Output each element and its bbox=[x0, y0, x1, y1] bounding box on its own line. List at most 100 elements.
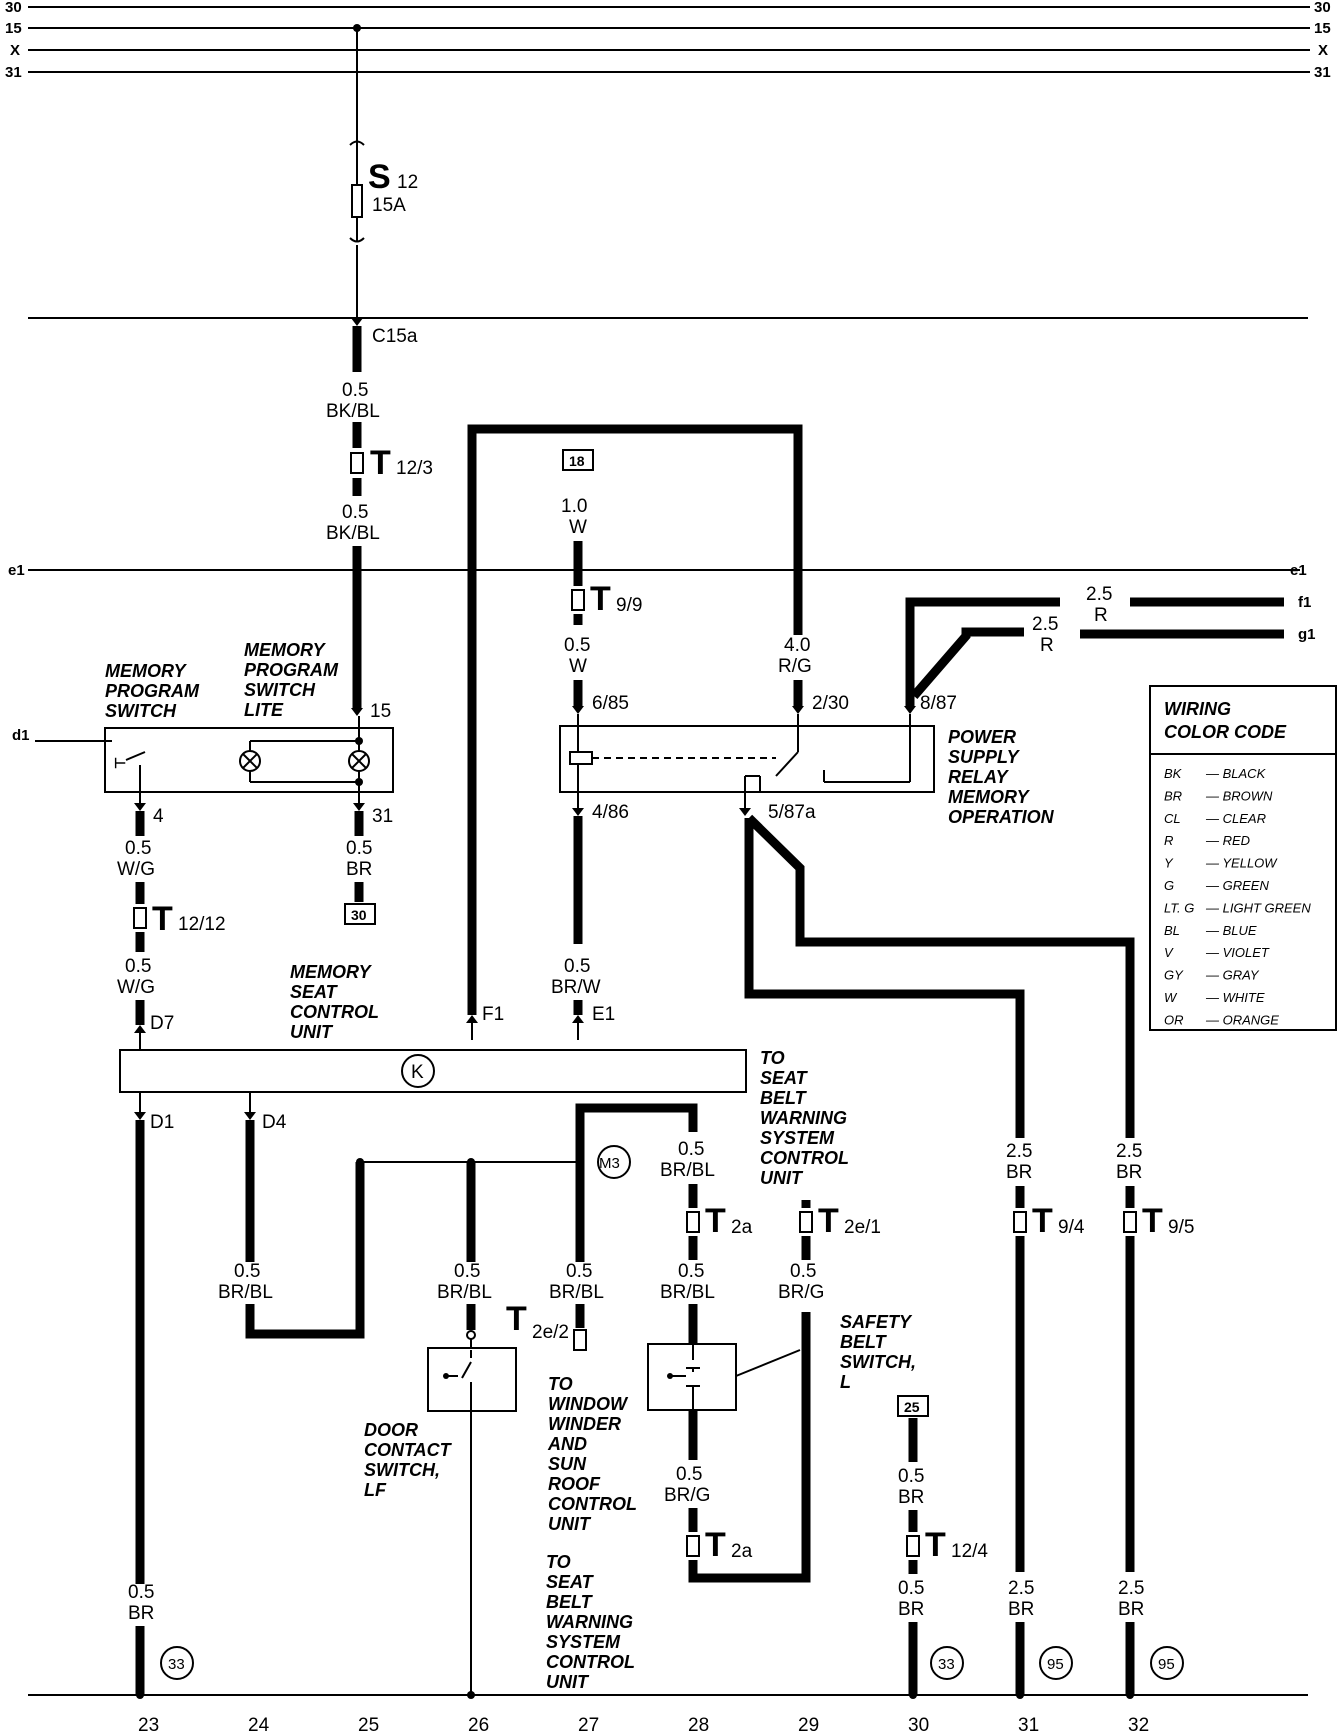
wire-size: 0.5 bbox=[564, 635, 590, 656]
wire-color: R/G bbox=[778, 656, 812, 677]
wire-color: W/G bbox=[117, 859, 155, 880]
legend-color-name: — VIOLET bbox=[1205, 945, 1270, 960]
column-24-d4-loop: D4 0.5 BR/BL bbox=[218, 1092, 584, 1339]
svg-text:UNIT: UNIT bbox=[546, 1672, 590, 1692]
symbol-m3: M3 bbox=[599, 1155, 620, 1172]
svg-text:SWITCH: SWITCH bbox=[105, 701, 177, 721]
column-28-belt-switch: 0.5 BR/BL T 2a 0.5 BR/BL 0.5 BR/G T 2a bbox=[647, 1139, 811, 1583]
bus-31-right: 31 bbox=[1314, 64, 1331, 81]
wire-color: BR bbox=[1006, 1162, 1032, 1183]
pin-f1: F1 bbox=[482, 1004, 504, 1025]
wire-color: R bbox=[1094, 605, 1108, 626]
svg-text:DOOR: DOOR bbox=[364, 1420, 418, 1440]
legend-code: BR bbox=[1164, 788, 1182, 803]
wire-size: 0.5 bbox=[566, 1261, 592, 1282]
wire-brw-e1: 0.5 BR/W E1 bbox=[551, 816, 615, 1040]
label-to-window-winder: TO WINDOW WINDER AND SUN ROOF CONTROL UN… bbox=[547, 1374, 637, 1534]
column-number: 31 bbox=[1018, 1715, 1039, 1732]
wire-color: BK/BL bbox=[326, 401, 380, 422]
svg-text:BELT: BELT bbox=[840, 1332, 888, 1352]
wire-color: BR bbox=[1118, 1599, 1144, 1620]
svg-text:POWER: POWER bbox=[948, 727, 1016, 747]
column-27-w-feed: 18 1.0 W T 9/9 0.5 W 6/85 bbox=[561, 449, 642, 714]
wire-color: BR/BL bbox=[437, 1282, 492, 1303]
column-number: 30 bbox=[908, 1715, 929, 1732]
wire-size: 0.5 bbox=[676, 1464, 702, 1485]
wire-color: BR/G bbox=[778, 1282, 824, 1303]
label-power-supply-relay: POWER SUPPLY RELAY MEMORY OPERATION bbox=[948, 727, 1055, 827]
pin-2-30: 2/30 bbox=[812, 693, 849, 714]
svg-text:SEAT: SEAT bbox=[546, 1572, 595, 1592]
wire-size: 0.5 bbox=[898, 1466, 924, 1487]
bus-15-left: 15 bbox=[5, 20, 22, 37]
ref-circle-33: 33 bbox=[168, 1656, 185, 1673]
label-door-contact-switch: DOOR CONTACT SWITCH, LF bbox=[364, 1420, 453, 1500]
svg-text:CONTACT: CONTACT bbox=[364, 1440, 453, 1460]
legend-code: W bbox=[1164, 990, 1178, 1005]
connector-c15a: C15a bbox=[372, 326, 418, 347]
ref-30: 30 bbox=[351, 907, 367, 923]
connector-t2a-bottom: 2a bbox=[731, 1541, 753, 1562]
svg-text:T: T bbox=[590, 580, 611, 618]
power-supply-relay: 8/87 5/87a 4/86 bbox=[559, 693, 957, 823]
legend-color-name: — BROWN bbox=[1205, 788, 1273, 803]
svg-text:T: T bbox=[1032, 1202, 1053, 1240]
bus-e1-right: e1 bbox=[1290, 562, 1307, 579]
legend-code: R bbox=[1164, 833, 1173, 848]
legend-code: BL bbox=[1164, 923, 1180, 938]
svg-text:SUN: SUN bbox=[548, 1454, 587, 1474]
svg-text:WARNING: WARNING bbox=[760, 1108, 847, 1128]
connector-t2e1: 2e/1 bbox=[844, 1217, 881, 1238]
ref-circle-33: 33 bbox=[938, 1656, 955, 1673]
svg-text:T: T bbox=[705, 1202, 726, 1240]
svg-text:MEMORY: MEMORY bbox=[290, 962, 373, 982]
ref-circle-95: 95 bbox=[1047, 1656, 1064, 1673]
svg-text:SWITCH: SWITCH bbox=[244, 680, 316, 700]
column-number: 28 bbox=[688, 1715, 709, 1732]
wire-size: 0.5 bbox=[346, 838, 372, 859]
column-30: 25 0.5 BR T 12/4 0.5 BR 33 bbox=[897, 1395, 988, 1695]
wire-size: 4.0 bbox=[784, 635, 810, 656]
wire-color: BR/BL bbox=[660, 1282, 715, 1303]
bus-x-left: X bbox=[10, 42, 20, 59]
pin-5-87a: 5/87a bbox=[768, 802, 816, 823]
connector-t9-9: 9/9 bbox=[616, 595, 642, 616]
wire-size: 2.5 bbox=[1116, 1141, 1142, 1162]
ref-circle-95: 95 bbox=[1158, 1656, 1175, 1673]
wire-color: BR/W bbox=[551, 977, 601, 998]
legend-title-2: COLOR CODE bbox=[1164, 722, 1287, 742]
pin-d1: D1 bbox=[150, 1112, 174, 1133]
column-26-door: 0.5 BR/BL T 2e/2 bbox=[427, 1162, 569, 1695]
svg-text:BELT: BELT bbox=[760, 1088, 808, 1108]
memory-program-switch: d1 ⊢ bbox=[12, 716, 394, 793]
pin-4: 4 bbox=[153, 806, 164, 827]
svg-text:PROGRAM: PROGRAM bbox=[244, 660, 339, 680]
column-25-lite-ground: 31 0.5 BR 30 bbox=[344, 792, 393, 925]
column-23-lower: D1 0.5 BR 33 bbox=[128, 1092, 194, 1695]
svg-text:SYSTEM: SYSTEM bbox=[546, 1632, 621, 1652]
fuse-rating: 15A bbox=[372, 195, 406, 216]
ground-bus bbox=[28, 1691, 1308, 1699]
pin-31: 31 bbox=[372, 806, 393, 827]
column-number: 27 bbox=[578, 1715, 599, 1732]
wire-size: 1.0 bbox=[561, 496, 587, 517]
bus-31-left: 31 bbox=[5, 64, 22, 81]
wire-size: 0.5 bbox=[564, 956, 590, 977]
wire-size: 0.5 bbox=[678, 1261, 704, 1282]
wire-size: 0.5 bbox=[125, 956, 151, 977]
pin-15: 15 bbox=[370, 701, 391, 722]
connector-t12-4: 12/4 bbox=[951, 1541, 988, 1562]
symbol-k: K bbox=[411, 1062, 424, 1083]
bus-x-right: X bbox=[1318, 42, 1328, 59]
svg-text:LF: LF bbox=[364, 1480, 387, 1500]
connector-t12-12: 12/12 bbox=[178, 914, 226, 935]
svg-text:TO: TO bbox=[546, 1552, 571, 1572]
svg-text:CONTROL: CONTROL bbox=[548, 1494, 637, 1514]
svg-text:T: T bbox=[818, 1202, 839, 1240]
column-29: T 2e/1 0.5 BR/G bbox=[778, 1200, 881, 1303]
wire-size: 2.5 bbox=[1118, 1578, 1144, 1599]
column-25-supply: C15a 0.5 BK/BL T 12/3 0.5 BK/BL 15 bbox=[326, 318, 433, 722]
label-to-seat-belt-2: TO SEAT BELT WARNING SYSTEM CONTROL UNIT bbox=[546, 1552, 635, 1692]
legend-code: LT. G bbox=[1164, 900, 1194, 915]
